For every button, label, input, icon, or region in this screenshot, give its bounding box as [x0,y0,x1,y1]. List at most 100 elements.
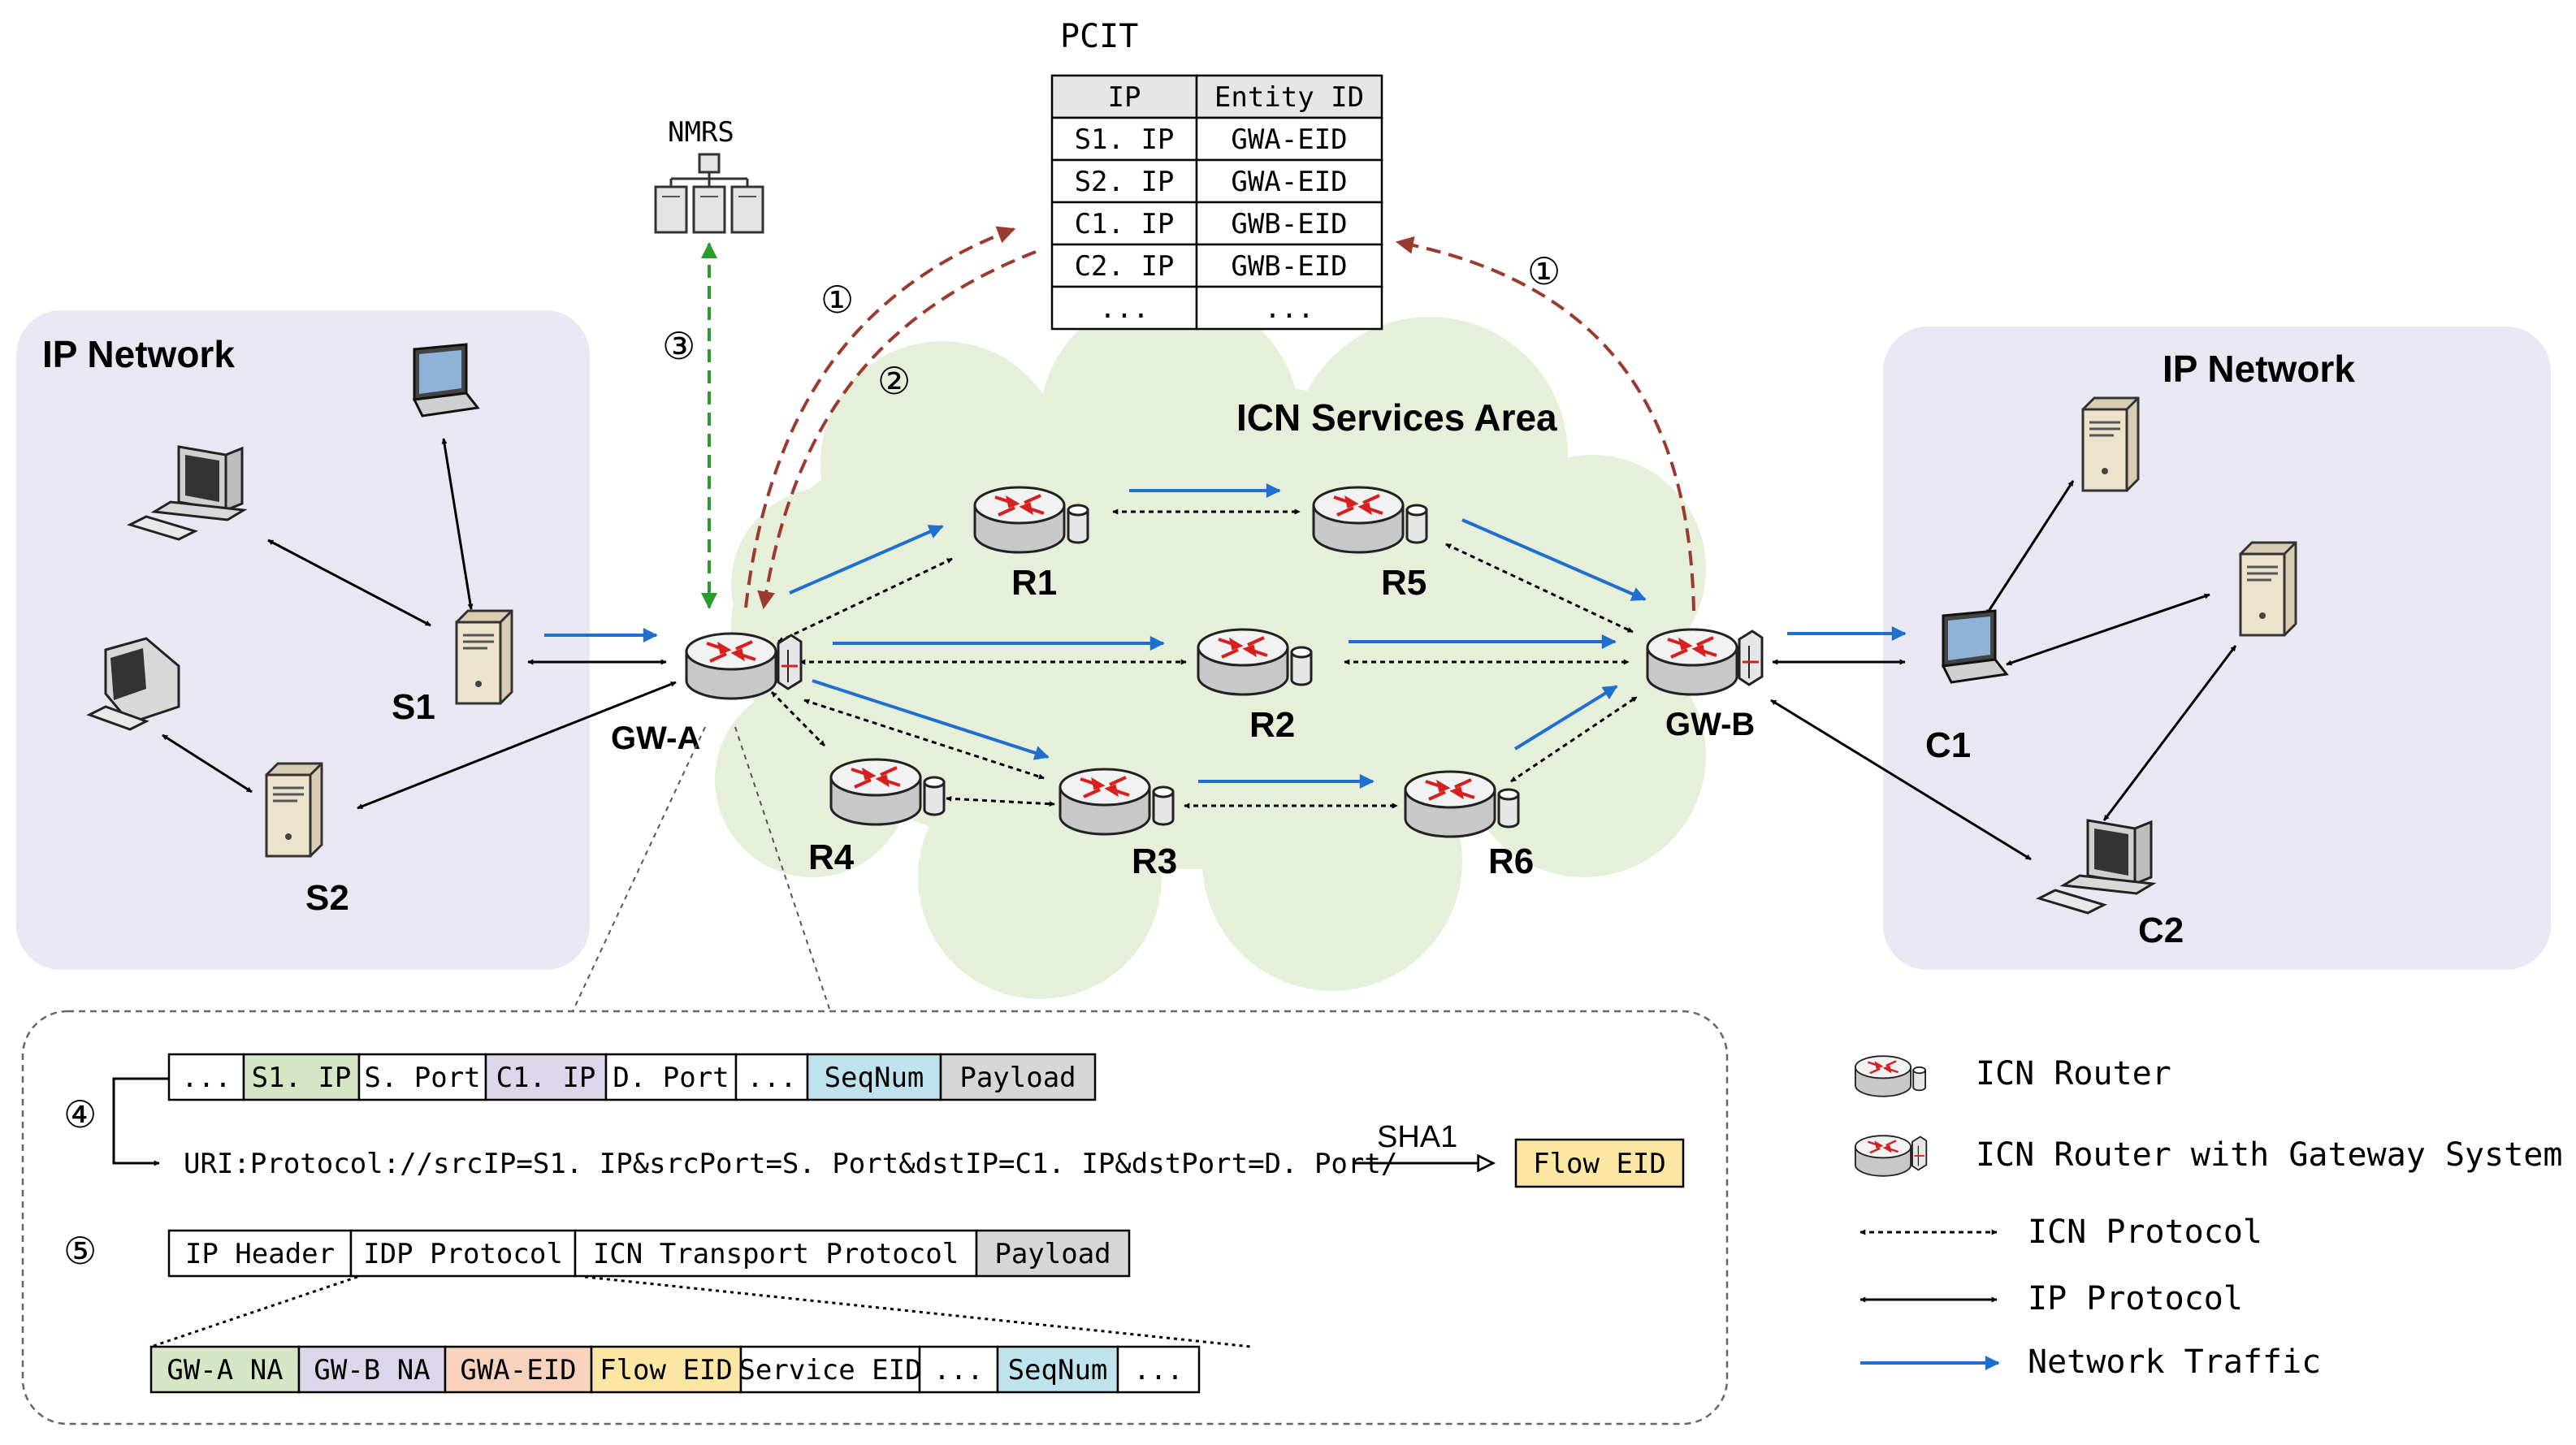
packet-field-label: SeqNum [825,1062,924,1094]
packet-field-label: ICN Transport Protocol [593,1238,959,1270]
legend: ICN Router ICN Router with Gateway Syste… [1854,1054,2562,1381]
legend-ip-protocol-label: IP Protocol [2028,1280,2243,1317]
gw-b-router-icon [1646,628,1764,696]
icn-protocol-links [770,508,1638,809]
link-c1-server-top [1985,480,2075,616]
packet-field-label: C1. IP [496,1062,596,1094]
link-c1-server-mid [2006,593,2210,666]
right-region-title: IP Network [2163,348,2355,390]
packet-field-label: D. Port [613,1062,729,1094]
r1-label: R1 [1011,563,1057,603]
pcit-cell-text: GWB-EID [1231,208,1347,240]
pcit-header-text: Entity ID [1214,81,1364,114]
pcit-cell [1195,285,1383,331]
packet-field-label: SeqNum [1008,1354,1108,1387]
pcit-cell-text: GWA-EID [1231,166,1347,198]
packet-field [996,1345,1119,1394]
legend-gw-router-icon [1854,1134,1928,1178]
flow-eid-box [1514,1138,1685,1188]
packet-field-label: ... [181,1062,231,1094]
zoom-lines [572,726,831,1012]
link-s2-gwa [357,681,677,810]
r3-label: R3 [1132,841,1177,881]
link-desktop-s1 [267,539,431,627]
traffic-gwa-r3 [812,679,1050,760]
packet-field [357,1053,487,1101]
link-r6-gwb [1510,695,1638,783]
packet2-header: IP Header IDP Protocol ICN Transport Proto… [167,1229,1131,1278]
link-laptop-s1 [441,438,474,610]
link-c2-server-mid [2102,645,2237,821]
traffic-gwa-r1 [789,525,944,595]
packet-field-label: IP Header [185,1238,335,1270]
packet-field-label: ... [747,1062,796,1094]
link-r5-gwb [1445,543,1634,634]
icn-area-title: ICN Services Area [1236,396,1557,439]
s1-server-icon [455,609,513,705]
packet-field [242,1053,361,1101]
packet-field-label: IDP Protocol [363,1238,563,1270]
packet-field [1116,1345,1201,1394]
packet-field [806,1053,942,1101]
packet-field-label: Flow EID [600,1354,733,1387]
packet-field [975,1229,1131,1278]
s2-label: S2 [305,878,349,918]
right-server-top-icon [2081,396,2140,492]
packet-field [297,1345,447,1394]
pcit-cell-text: S2. IP [1075,166,1175,198]
step2-label: ② [877,360,911,402]
packet-field [739,1345,921,1394]
step4-label: ④ [63,1093,97,1136]
pcit-cell [1195,116,1383,162]
packet-detail-panel [21,1010,1729,1426]
link-gwb-c2 [1770,699,2032,861]
step1-gwa-to-pcit [744,226,1016,608]
expand-lines [150,1275,1252,1348]
step1-label-right: ① [1527,250,1561,292]
traffic-r6-gwb [1513,685,1618,751]
packet-field-label: S. Port [364,1062,480,1094]
nmrs-label: NMRS [668,116,734,149]
link-gwa-r3 [803,699,1045,780]
gwa-label: GW-A [611,720,700,756]
r2-label: R2 [1249,705,1295,745]
packet-field-label: GW-A NA [167,1354,283,1387]
pcit-header-text: IP [1108,81,1141,114]
pcit-cell-text: GWB-EID [1231,250,1347,283]
sha1-label: SHA1 [1377,1120,1457,1154]
s2-server-icon [265,762,323,858]
pcit-cell-text: C2. IP [1075,250,1175,283]
c1-label: C1 [1925,725,1971,765]
traffic-r5-gwb [1461,518,1647,601]
gwb-label: GW-B [1665,707,1755,742]
pcit-cell-text: S1. IP [1075,123,1175,156]
step1-gwb-to-pcit [1395,236,1695,612]
packet-field [939,1053,1097,1101]
pcit-cell [1195,201,1383,246]
step4-bracket [112,1077,169,1166]
packet-field [349,1229,577,1278]
flow-eid-label: Flow EID [1533,1148,1666,1180]
pcit-cell [1195,243,1383,288]
packet-field [167,1053,245,1101]
r5-label: R5 [1381,563,1427,603]
packet-field [604,1053,738,1101]
packet-field [484,1053,608,1101]
packet-field [574,1229,978,1278]
step1-label-left: ① [820,279,854,321]
packet-field-label: ... [1133,1354,1183,1387]
pcit-header-cell [1195,74,1383,119]
pcit-cell [1050,201,1198,246]
step3-label: ③ [662,325,695,367]
ip-protocol-links [162,438,2237,861]
packet-field-label: S1. IP [252,1062,352,1094]
nmrs-server-icon [654,153,764,234]
legend-icn-protocol-label: ICN Protocol [2028,1214,2262,1251]
pcit-cell-text: ... [1099,292,1149,325]
link-crt-s2 [162,733,253,794]
c2-label: C2 [2138,911,2184,950]
pcit-cell-text: C1. IP [1075,208,1175,240]
packet-field-label: ... [933,1354,983,1387]
